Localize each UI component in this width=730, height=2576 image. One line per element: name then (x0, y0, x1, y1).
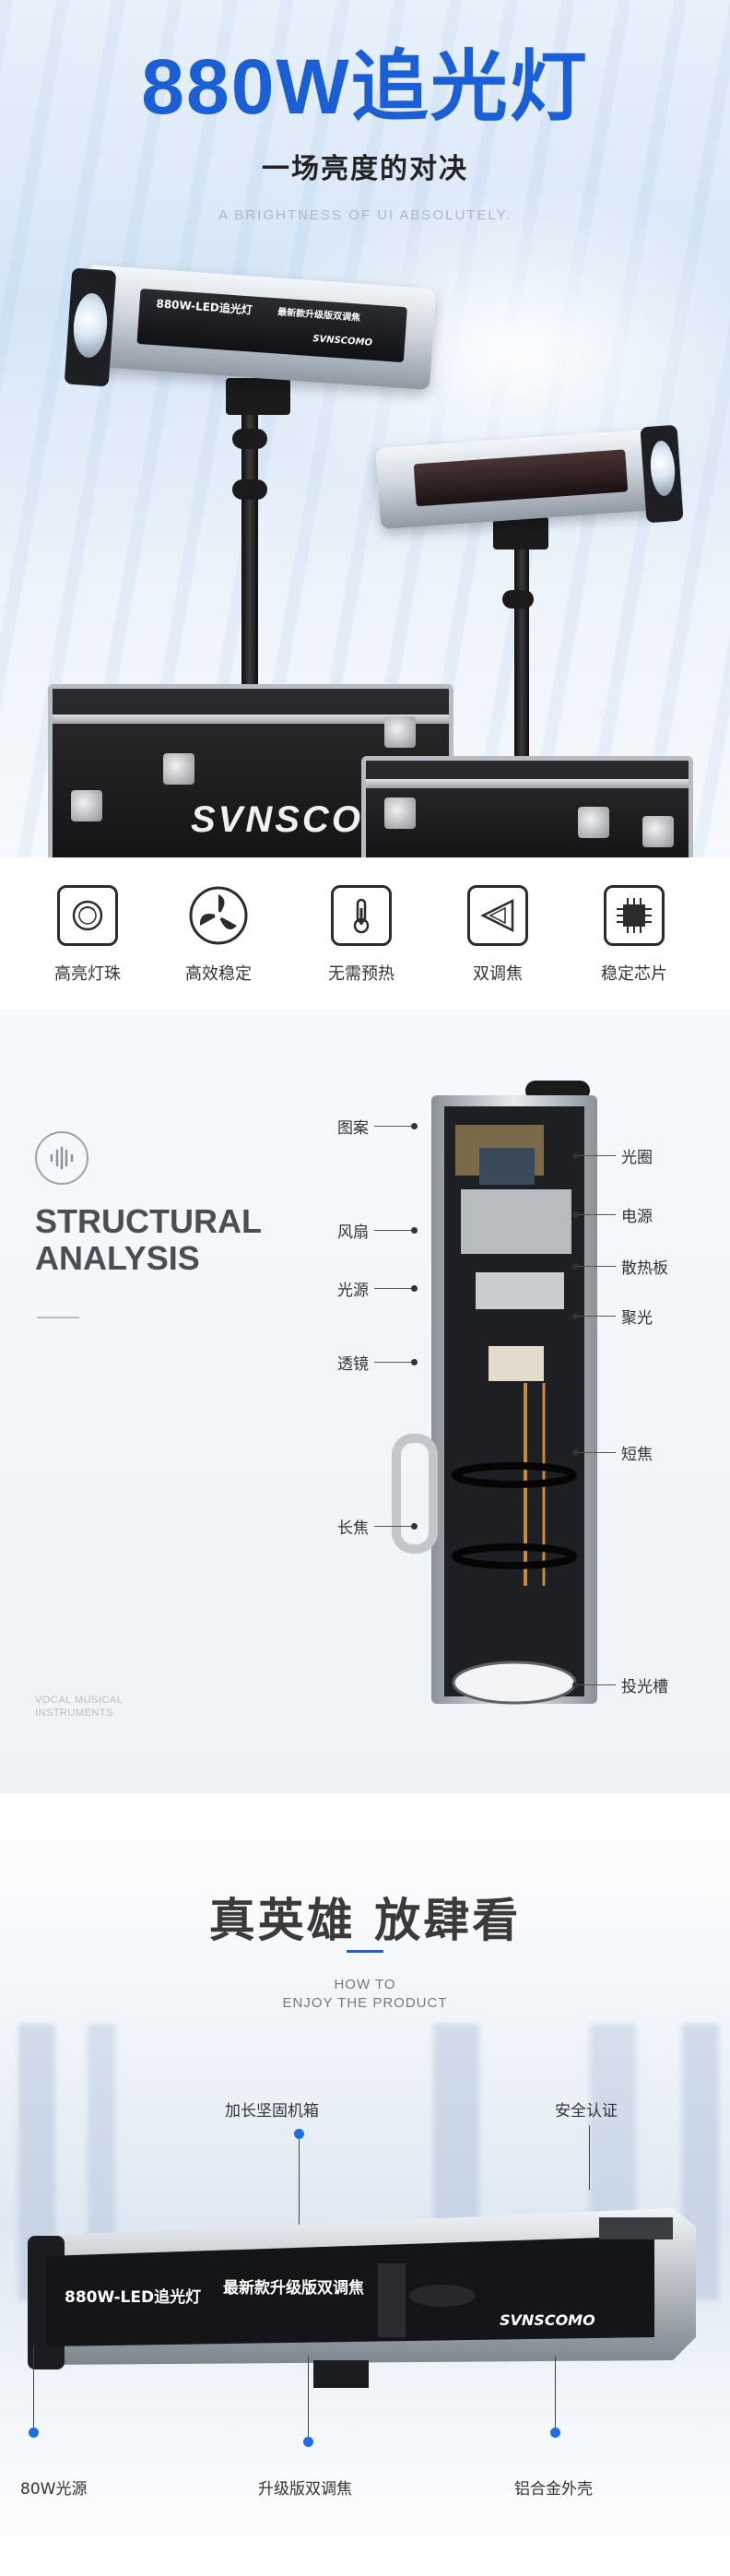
callout-short-focus: 短焦 (572, 1441, 653, 1464)
callout-line (33, 2346, 34, 2429)
device-label-2: 最新款升级版双调焦 (223, 2279, 364, 2298)
flight-case-brand: SVNSCOM (191, 799, 397, 840)
callout-label: 光源 (337, 1282, 369, 1300)
callout-long-case: 加长坚固机箱 (225, 2102, 319, 2121)
callout-label: 散热板 (621, 1259, 668, 1278)
feature-label: 双调焦 (473, 964, 523, 984)
feature-label: 高亮灯珠 (54, 964, 121, 984)
feature-item: 双调焦 (442, 885, 553, 985)
callout-spotlight: 聚光 (572, 1305, 653, 1328)
callout-iris: 光圈 (572, 1144, 653, 1167)
structural-title: STRUCTURAL ANALYSIS (35, 1203, 262, 1277)
left-followspot-panel: 880W-LED追光灯 最新款升级版双调焦 SVNSCOMO (136, 289, 407, 363)
callout-line (308, 2356, 309, 2439)
feature-item: 高亮灯珠 (32, 885, 143, 985)
how-to-enjoy-section: 真英雄 放肆看 HOW TO ENJOY THE PRODUCT 加长坚固机箱 … (0, 1793, 730, 2576)
callout-safety-cert: 安全认证 (555, 2102, 618, 2121)
right-stand-yoke (493, 516, 548, 549)
callout-alloy-shell: 铝合金外壳 (514, 2480, 593, 2499)
callout-projection-slot: 投光槽 (572, 1673, 668, 1696)
feature-item: 无需预热 (306, 885, 417, 985)
structural-title-line2: ANALYSIS (35, 1239, 200, 1277)
hero-banner: 880W追光灯 一场亮度的对决 A BRIGHTNESS OF UI ABSOL… (0, 0, 730, 857)
callout-dual-focus: 升级版双调焦 (258, 2480, 352, 2499)
device-label: 880W-LED追光灯 (65, 2288, 202, 2307)
callout-line (299, 2139, 300, 2259)
flight-case-left-latch-3 (71, 790, 102, 821)
callout-lens: 透镜 (337, 1351, 418, 1374)
feature-label: 高效稳定 (185, 964, 252, 984)
callout-long-focus: 长焦 (337, 1515, 418, 1538)
flight-case-left-rim (53, 715, 449, 724)
feature-item: 高效稳定 (163, 885, 274, 985)
left-stand-yoke (226, 378, 290, 415)
soundwave-icon (35, 1131, 88, 1185)
callout-label: 投光槽 (621, 1678, 668, 1696)
flight-case-left: SVNSCOM (48, 684, 453, 857)
callout-light-source: 光源 (337, 1277, 418, 1300)
right-stand-knob (502, 590, 534, 609)
right-followspot-panel (413, 449, 629, 507)
callout-dot (294, 2129, 304, 2139)
right-stand-pole (514, 544, 529, 784)
flight-case-right-latch (384, 798, 416, 829)
feature-label: 无需预热 (328, 964, 394, 984)
hero-tagline: A BRIGHTNESS OF UI ABSOLUTELY. (218, 207, 512, 223)
structural-footnote-line2: INSTRUMENTS (35, 1707, 113, 1719)
feature-strip: 高亮灯珠 高效稳定 无需预热 双调焦 稳定芯片 (0, 857, 730, 1010)
callout-label: 电源 (621, 1208, 653, 1226)
callout-power: 电源 (572, 1203, 653, 1226)
feature-label: 稳定芯片 (601, 964, 667, 984)
hero-title: 880W追光灯 (141, 43, 589, 130)
callout-dot (550, 2428, 560, 2438)
flight-case-right-latch-2 (578, 807, 609, 838)
left-stand-knob-2 (232, 479, 267, 500)
structural-footnote-line1: VOCAL MUSICAL (35, 1695, 124, 1706)
callout-label: 透镜 (337, 1355, 369, 1374)
thermometer-icon (331, 885, 392, 946)
callout-dot (303, 2437, 313, 2447)
left-followspot-label-2: 最新款升级版双调焦 (277, 307, 361, 324)
structural-footnote: VOCAL MUSICAL INSTRUMENTS (35, 1694, 123, 1719)
flight-case-left-latch (163, 753, 194, 785)
fan-icon (188, 885, 249, 946)
followspot-cutaway-image (392, 1081, 597, 1705)
device-brand: SVNSCOMO (500, 2311, 595, 2329)
chip-icon (604, 885, 665, 946)
callout-line (555, 2356, 556, 2429)
callout-heatsink: 散热板 (572, 1255, 668, 1278)
howto-english-line2: ENJOY THE PRODUCT (282, 1995, 448, 2011)
focus-cone-icon (467, 885, 528, 946)
structural-divider (37, 1317, 79, 1318)
left-followspot-label: 880W-LED追光灯 (156, 297, 253, 317)
callout-label: 光圈 (621, 1149, 653, 1167)
left-stand-pole (241, 396, 258, 710)
left-stand-knob (232, 429, 267, 449)
howto-english-line1: HOW TO (334, 1977, 396, 1992)
callout-80w-source: 80W光源 (20, 2480, 88, 2499)
callout-label: 风扇 (337, 1223, 369, 1242)
feature-item: 稳定芯片 (579, 885, 689, 985)
flight-case-right-rim (366, 779, 689, 788)
hero-subtitle: 一场亮度的对决 (262, 153, 468, 185)
structural-analysis-section: STRUCTURAL ANALYSIS VOCAL MUSICAL INSTRU… (0, 1010, 730, 1793)
callout-dot (29, 2428, 39, 2438)
callout-label: 图案 (337, 1119, 369, 1138)
callout-pattern: 图案 (337, 1115, 418, 1138)
callout-label: 长焦 (337, 1519, 369, 1538)
callout-line (589, 2125, 590, 2190)
flight-case-right-latch-3 (642, 816, 674, 847)
flight-case-left-latch-2 (384, 716, 416, 748)
callout-label: 聚光 (621, 1309, 653, 1328)
flight-case-right (361, 756, 693, 857)
left-followspot-brand: SVNSCOMO (312, 334, 373, 349)
howto-english: HOW TO ENJOY THE PRODUCT (0, 1976, 730, 2013)
structural-title-line1: STRUCTURAL (35, 1202, 262, 1240)
bulb-icon (57, 885, 118, 946)
followspot-side-view-image (28, 2208, 696, 2388)
callout-label: 短焦 (621, 1446, 653, 1464)
howto-accent-bar (347, 1950, 383, 1953)
callout-fan: 风扇 (337, 1219, 418, 1242)
howto-title: 真英雄 放肆看 (208, 1894, 522, 1947)
